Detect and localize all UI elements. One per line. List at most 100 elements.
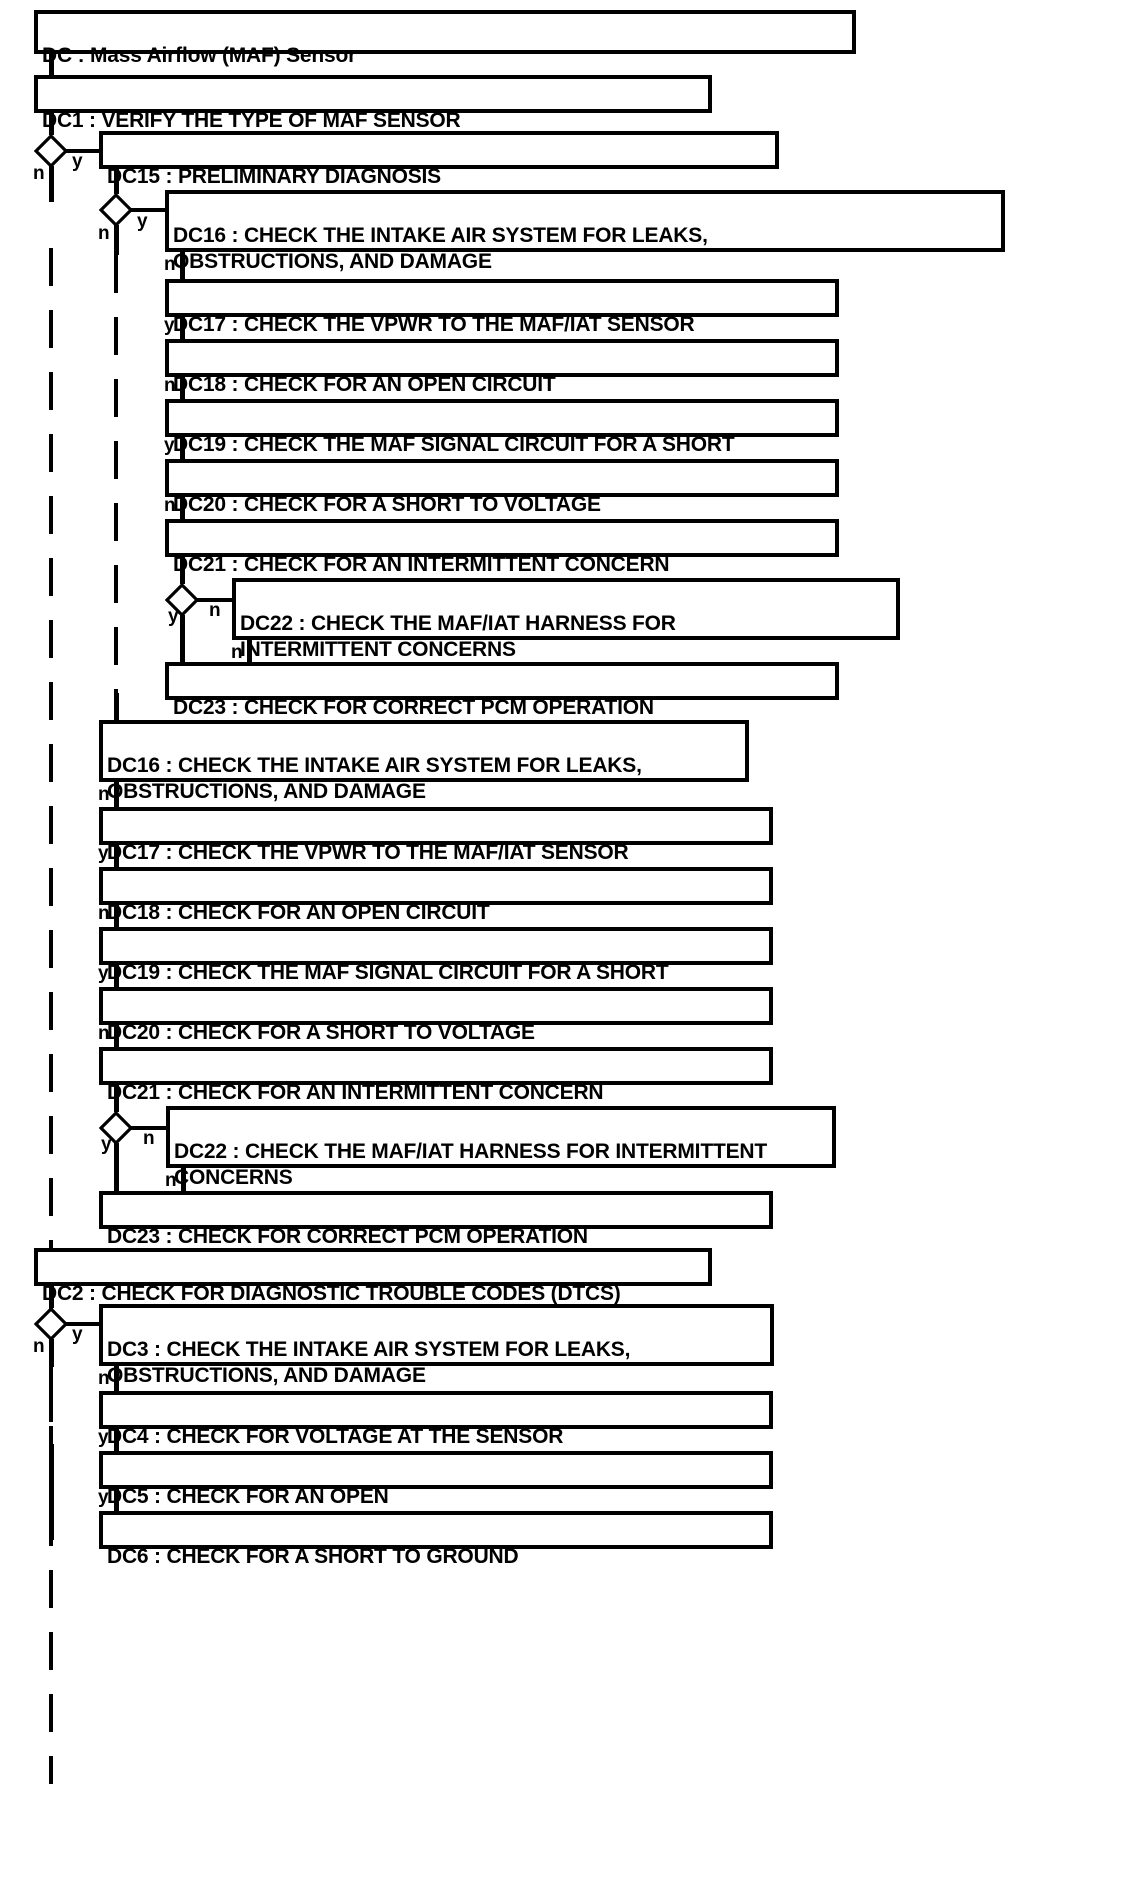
connector-decision5-yes [66, 1322, 100, 1326]
decision-diamond-5[interactable] [34, 1307, 68, 1341]
node-dc15[interactable]: DC15 : PRELIMINARY DIAGNOSIS [99, 131, 779, 188]
connector-dc1-to-decision1 [49, 113, 54, 135]
edge-label-dc16a-no: n [164, 254, 176, 275]
node-dc18-a[interactable]: DC18 : CHECK FOR AN OPEN CIRCUIT [165, 339, 839, 396]
node-dc5-label: DC5 : CHECK FOR AN OPEN [107, 1485, 389, 1508]
title-right-cap [852, 10, 856, 54]
edge-label-decision1-yes: y [72, 151, 83, 172]
edge-label-dc18a-no: n [164, 375, 176, 396]
node-dc21-a[interactable]: DC21 : CHECK FOR AN INTERMITTENT CONCERN [165, 519, 839, 576]
edge-label-decision3-yes: y [168, 606, 179, 627]
node-dc4-label: DC4 : CHECK FOR VOLTAGE AT THE SENSOR [107, 1425, 564, 1448]
edge-label-decision4-yes: y [101, 1134, 112, 1155]
node-dc20-a[interactable]: DC20 : CHECK FOR A SHORT TO VOLTAGE [165, 459, 839, 516]
edge-label-dc17a-yes: y [164, 315, 175, 336]
node-dc22-a-label: DC22 : CHECK THE MAF/IAT HARNESS FOR INT… [240, 612, 676, 661]
node-dc3[interactable]: DC3 : CHECK THE INTAKE AIR SYSTEM FOR LE… [99, 1304, 774, 1387]
edge-label-decision2-no: n [98, 223, 110, 244]
connector-dc20b-to-dc21b [114, 1025, 119, 1047]
node-dc16-a[interactable]: DC16 : CHECK THE INTAKE AIR SYSTEM FOR L… [165, 190, 1005, 273]
node-dc19-b[interactable]: DC19 : CHECK THE MAF SIGNAL CIRCUIT FOR … [99, 927, 773, 984]
decision-diamond-3[interactable] [165, 583, 199, 617]
connector-decision4-yes-down [114, 1143, 119, 1199]
edge-label-dc5-yes: y [98, 1487, 109, 1508]
decision-diamond-1[interactable] [34, 134, 68, 168]
node-dc21-a-label: DC21 : CHECK FOR AN INTERMITTENT CONCERN [173, 553, 670, 576]
node-dc23-a[interactable]: DC23 : CHECK FOR CORRECT PCM OPERATION [165, 662, 839, 719]
connector-dc2-to-decision5 [49, 1286, 54, 1308]
connector-dc22a-to-dc23a [247, 640, 252, 670]
connector-title-to-dc1 [49, 54, 54, 77]
connector-dc21a-to-decision3 [180, 557, 185, 584]
edge-label-decision3-no: n [209, 600, 221, 621]
node-dc17-a-label: DC17 : CHECK THE VPWR TO THE MAF/IAT SEN… [173, 313, 695, 336]
node-dc16-b[interactable]: DC16 : CHECK THE INTAKE AIR SYSTEM FOR L… [99, 720, 749, 803]
edge-label-decision5-no: n [33, 1336, 45, 1357]
node-dc15-label: DC15 : PRELIMINARY DIAGNOSIS [107, 165, 441, 188]
node-dc18-b[interactable]: DC18 : CHECK FOR AN OPEN CIRCUIT [99, 867, 773, 924]
edge-label-decision2-yes: y [137, 211, 148, 232]
node-dc6[interactable]: DC6 : CHECK FOR A SHORT TO GROUND [99, 1511, 773, 1568]
connector-decision2-no-stub [114, 225, 119, 255]
node-dc2[interactable]: DC2 : CHECK FOR DIAGNOSTIC TROUBLE CODES… [34, 1248, 712, 1305]
connector-dc15-to-decision2 [114, 169, 119, 194]
node-dc18-b-label: DC18 : CHECK FOR AN OPEN CIRCUIT [107, 901, 490, 924]
decision-diamond-2[interactable] [99, 193, 133, 227]
edge-label-dc19b-yes: y [98, 963, 109, 984]
node-dc19-b-label: DC19 : CHECK THE MAF SIGNAL CIRCUIT FOR … [107, 961, 669, 984]
spine-level1b-dashed [49, 1384, 54, 1784]
node-dc22-a[interactable]: DC22 : CHECK THE MAF/IAT HARNESS FOR INT… [232, 578, 900, 661]
edge-label-decision1-no: n [33, 163, 45, 184]
connector-dc5-to-dc6 [114, 1489, 119, 1511]
node-dc1[interactable]: DC1 : VERIFY THE TYPE OF MAF SENSOR [34, 75, 712, 132]
node-dc22-b[interactable]: DC22 : CHECK THE MAF/IAT HARNESS FOR INT… [166, 1106, 836, 1189]
node-dc16-a-label: DC16 : CHECK THE INTAKE AIR SYSTEM FOR L… [173, 224, 708, 273]
node-dc19-a[interactable]: DC19 : CHECK THE MAF SIGNAL CIRCUIT FOR … [165, 399, 839, 456]
edge-label-dc16b-no: n [98, 784, 110, 805]
connector-dc18b-to-dc19b [114, 905, 119, 927]
node-dc18-a-label: DC18 : CHECK FOR AN OPEN CIRCUIT [173, 373, 556, 396]
node-dc3-label: DC3 : CHECK THE INTAKE AIR SYSTEM FOR LE… [107, 1338, 631, 1387]
edge-label-decision4-no: n [143, 1128, 155, 1149]
connector-decision4-no [131, 1126, 167, 1130]
connector-dc16b-to-dc17b [114, 782, 119, 810]
edge-label-dc19a-yes: y [164, 435, 175, 456]
connector-decision5-no-stub [49, 1339, 54, 1367]
spine-level1-dashed [49, 248, 54, 1444]
edge-label-dc3-no: n [98, 1368, 110, 1389]
node-dc1-label: DC1 : VERIFY THE TYPE OF MAF SENSOR [42, 109, 461, 132]
connector-dc17a-to-dc18a [180, 317, 185, 339]
node-dc23-b[interactable]: DC23 : CHECK FOR CORRECT PCM OPERATION [99, 1191, 773, 1248]
node-dc21-b[interactable]: DC21 : CHECK FOR AN INTERMITTENT CONCERN [99, 1047, 773, 1104]
node-dc21-b-label: DC21 : CHECK FOR AN INTERMITTENT CONCERN [107, 1081, 604, 1104]
edge-label-dc18b-no: n [98, 903, 110, 924]
edge-label-dc22a-no: n [231, 642, 243, 663]
node-dc2-label: DC2 : CHECK FOR DIAGNOSTIC TROUBLE CODES… [42, 1282, 621, 1305]
connector-dc16a-to-dc17a [180, 252, 185, 280]
node-dc20-b[interactable]: DC20 : CHECK FOR A SHORT TO VOLTAGE [99, 987, 773, 1044]
node-dc23-b-label: DC23 : CHECK FOR CORRECT PCM OPERATION [107, 1225, 588, 1248]
connector-dc18a-to-dc19a [180, 377, 185, 399]
node-dc17-b[interactable]: DC17 : CHECK THE VPWR TO THE MAF/IAT SEN… [99, 807, 773, 864]
edge-label-dc17b-yes: y [98, 843, 109, 864]
node-dc-title-label: DC : Mass Airflow (MAF) Sensor [42, 44, 357, 67]
node-dc-title[interactable]: DC : Mass Airflow (MAF) Sensor [34, 10, 856, 67]
node-dc5[interactable]: DC5 : CHECK FOR AN OPEN [99, 1451, 773, 1508]
node-dc20-b-label: DC20 : CHECK FOR A SHORT TO VOLTAGE [107, 1021, 535, 1044]
decision-diamond-4[interactable] [99, 1111, 133, 1145]
edge-label-decision5-yes: y [72, 1324, 83, 1345]
node-dc4[interactable]: DC4 : CHECK FOR VOLTAGE AT THE SENSOR [99, 1391, 773, 1448]
connector-dc22b-to-dc23b [181, 1168, 186, 1198]
connector-spine1-to-dc2 [49, 1444, 54, 1540]
connector-decision1-yes [66, 149, 100, 153]
connector-dc3-to-dc4 [114, 1366, 119, 1394]
connector-dc17b-to-dc18b [114, 845, 119, 867]
connector-decision2-yes [131, 208, 166, 212]
node-dc17-b-label: DC17 : CHECK THE VPWR TO THE MAF/IAT SEN… [107, 841, 629, 864]
edge-label-dc20b-no: n [98, 1023, 110, 1044]
node-dc17-a[interactable]: DC17 : CHECK THE VPWR TO THE MAF/IAT SEN… [165, 279, 839, 336]
node-dc20-a-label: DC20 : CHECK FOR A SHORT TO VOLTAGE [173, 493, 601, 516]
connector-decision3-yes-down [180, 615, 185, 670]
edge-label-dc22b-no: n [165, 1170, 177, 1191]
